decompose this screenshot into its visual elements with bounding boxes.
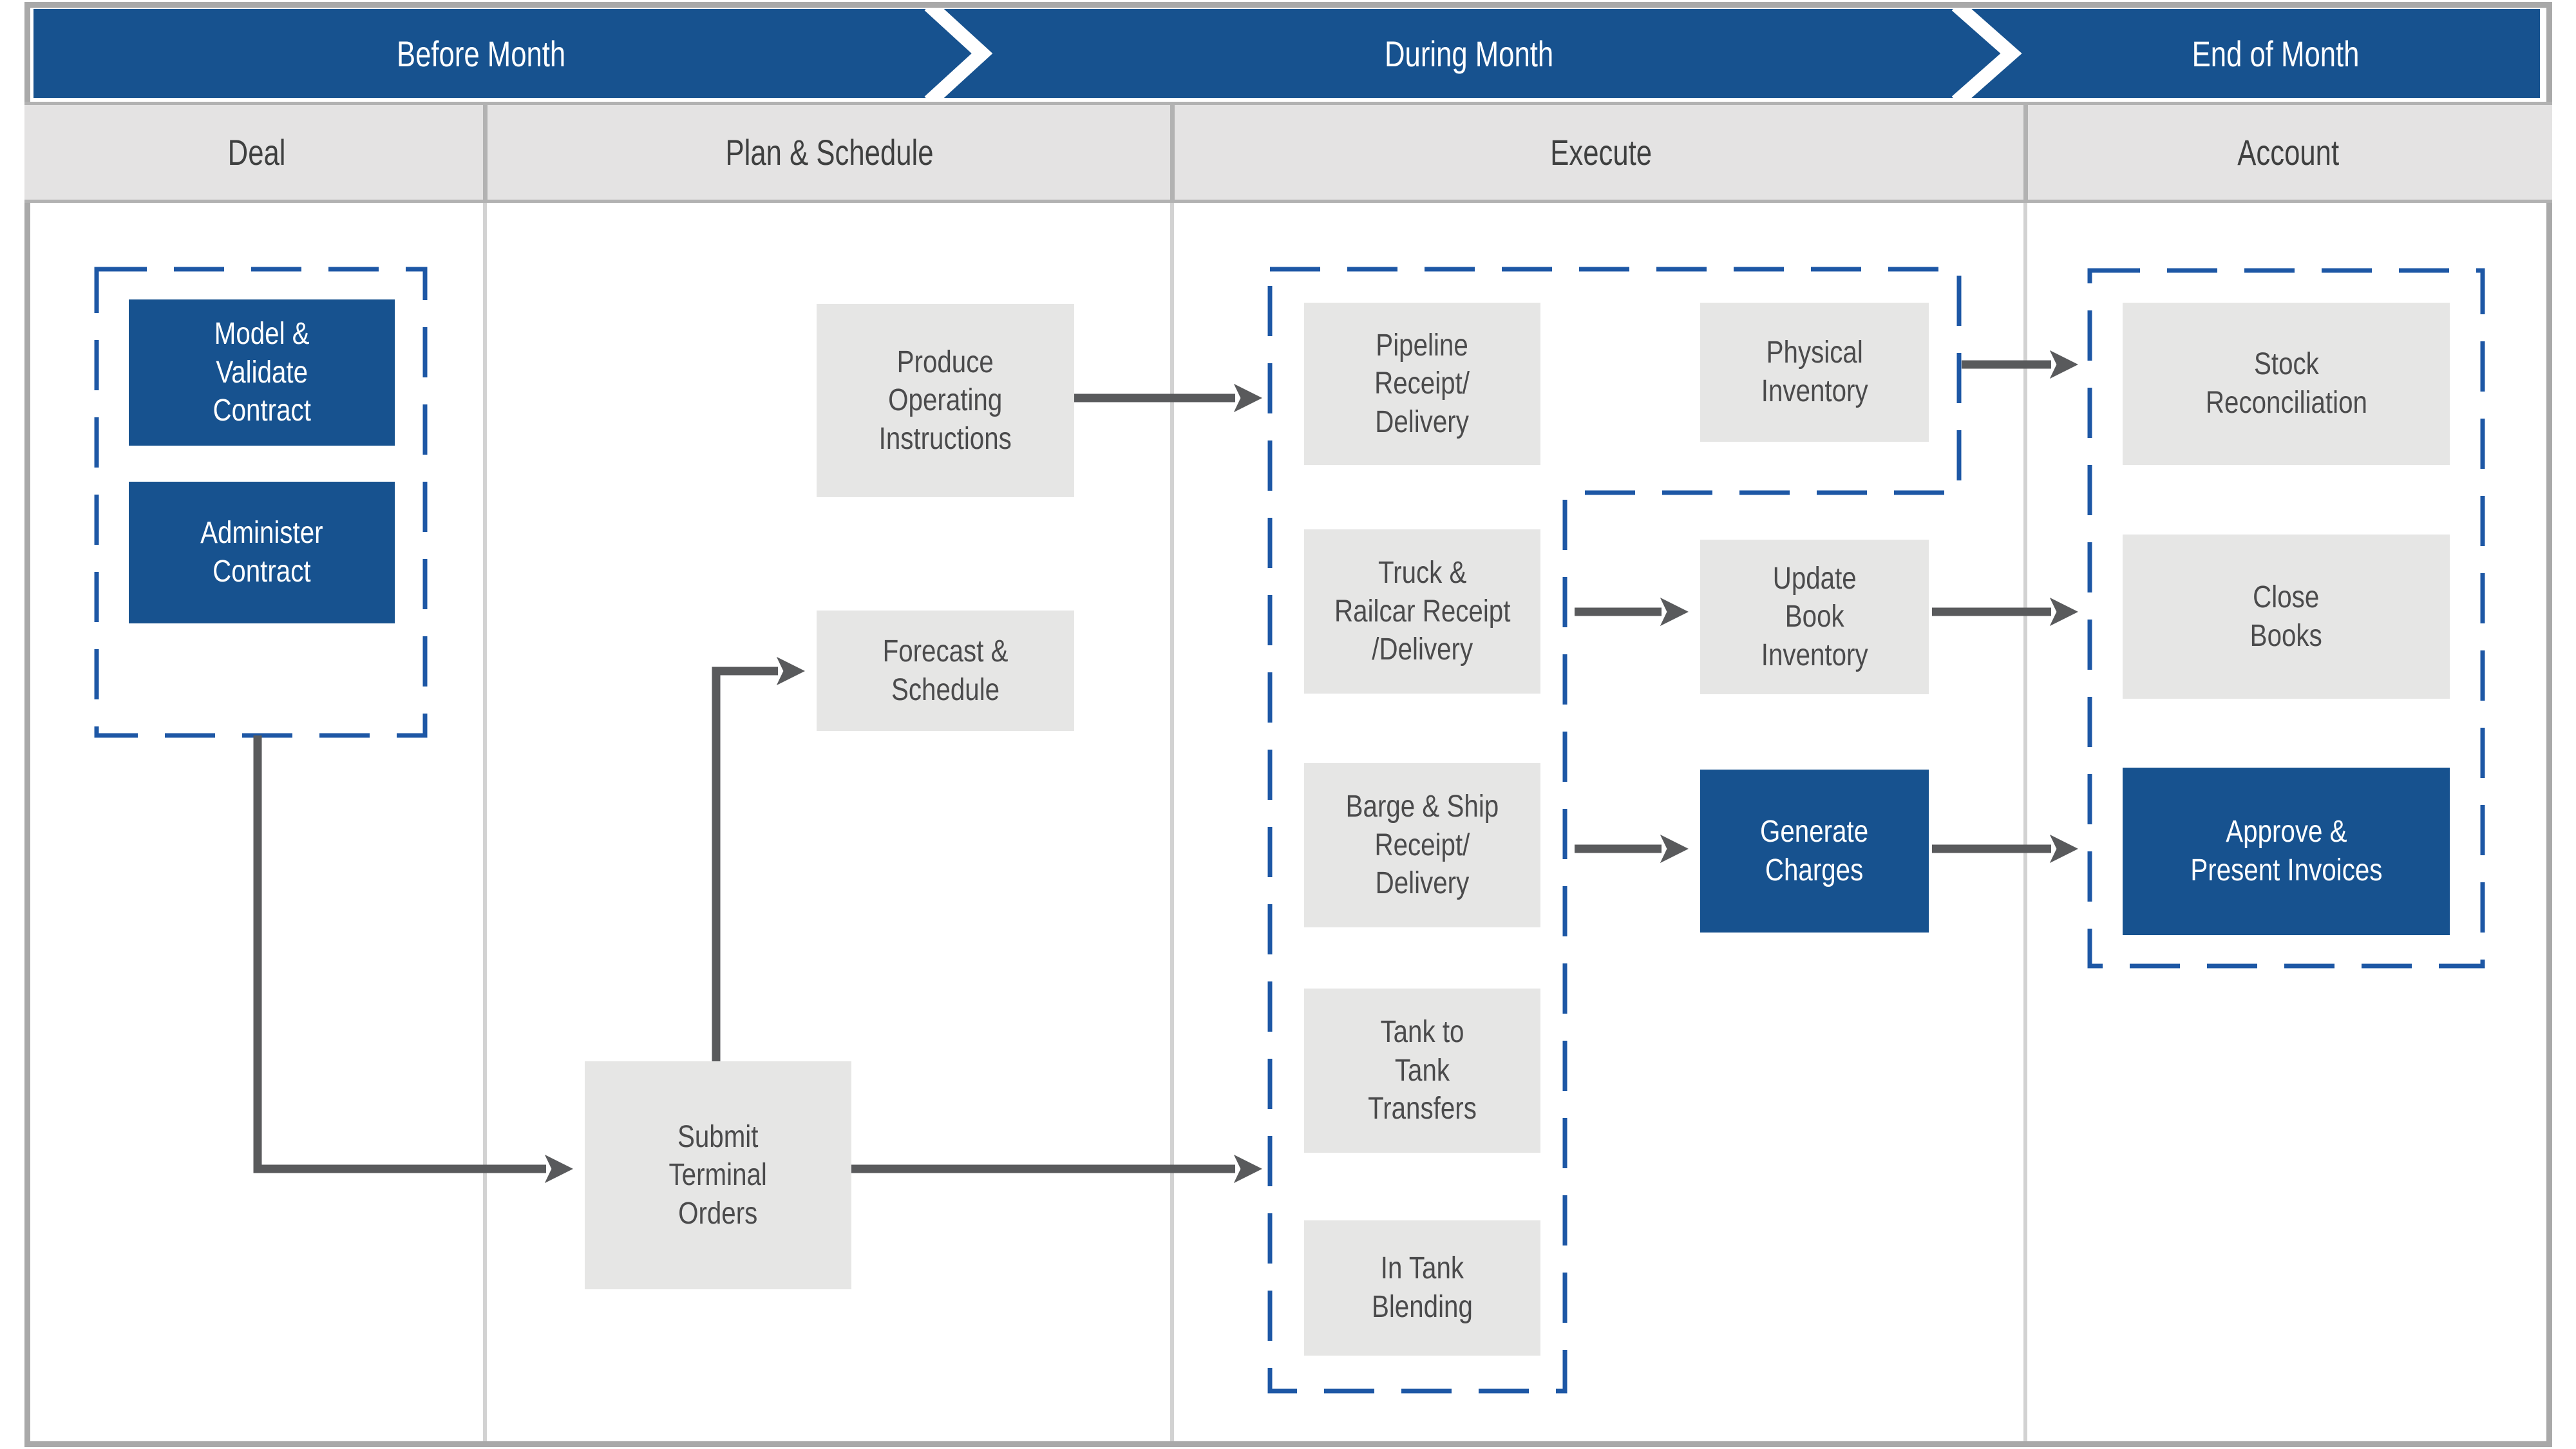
node-forecast-schedule: Forecast & Schedule <box>817 611 1074 731</box>
phase-label-before-month: Before Month <box>397 33 566 74</box>
column-header-execute: Execute <box>1550 132 1652 173</box>
column-divider <box>483 203 487 1441</box>
node-administer-contract: Administer Contract <box>129 482 395 623</box>
column-header-deal: Deal <box>227 132 286 173</box>
phase-label-during-month: During Month <box>1385 33 1554 74</box>
chevron-right-icon <box>924 9 993 98</box>
node-tank-to-tank-transfers: Tank to Tank Transfers <box>1304 989 1540 1153</box>
node-truck-railcar-receipt-delivery: Truck & Railcar Receipt /Delivery <box>1304 529 1540 694</box>
node-close-books: Close Books <box>2123 535 2450 699</box>
node-produce-operating-instructions: Produce Operating Instructions <box>817 304 1074 497</box>
node-submit-terminal-orders: Submit Terminal Orders <box>585 1061 851 1289</box>
diagram-frame <box>24 2 2552 1447</box>
chevron-right-icon <box>1951 9 2022 98</box>
node-update-book-inventory: Update Book Inventory <box>1700 540 1929 694</box>
phase-bar-background <box>33 9 2540 98</box>
node-physical-inventory: Physical Inventory <box>1700 303 1929 442</box>
node-stock-reconciliation: Stock Reconciliation <box>2123 303 2450 465</box>
node-approve-present-invoices: Approve & Present Invoices <box>2123 768 2450 935</box>
node-in-tank-blending: In Tank Blending <box>1304 1220 1540 1356</box>
node-generate-charges: Generate Charges <box>1700 770 1929 933</box>
column-header-row <box>24 102 2552 203</box>
header-divider <box>1170 105 1175 200</box>
node-pipeline-receipt-delivery: Pipeline Receipt/ Delivery <box>1304 303 1540 465</box>
column-divider <box>2023 203 2027 1441</box>
header-divider <box>483 105 488 200</box>
phase-label-end-of-month: End of Month <box>2192 33 2360 74</box>
column-header-account: Account <box>2237 132 2340 173</box>
header-divider <box>2023 105 2028 200</box>
node-model-validate-contract: Model & Validate Contract <box>129 299 395 446</box>
phase-bar: Before Month During Month End of Month <box>33 9 2540 98</box>
phase-bar-rect <box>33 9 2540 98</box>
column-header-plan-schedule: Plan & Schedule <box>725 132 934 173</box>
column-divider <box>1170 203 1174 1441</box>
node-barge-ship-receipt-delivery: Barge & Ship Receipt/ Delivery <box>1304 763 1540 927</box>
